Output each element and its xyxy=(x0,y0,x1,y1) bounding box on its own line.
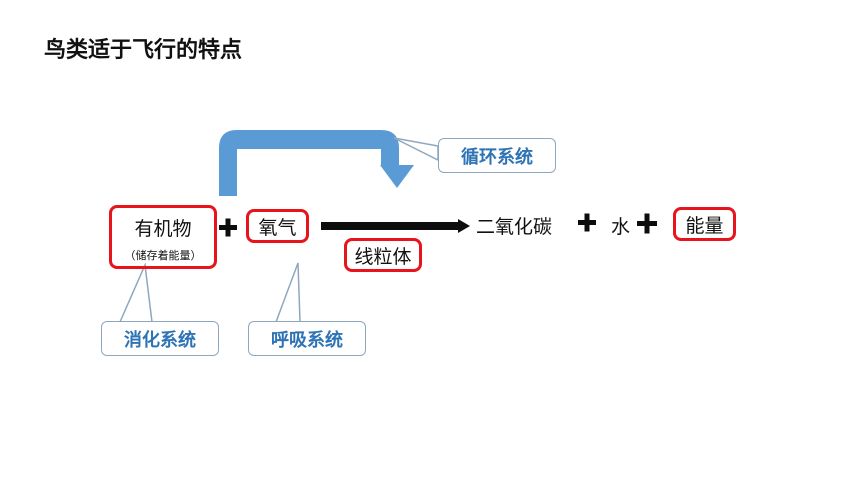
respiratory-system-callout: 呼吸系统 xyxy=(248,321,366,356)
circulatory-callout-pointer xyxy=(393,137,439,162)
organic-matter-label: 有机物 xyxy=(134,217,192,240)
organic-matter-box: 有机物 （储存着能量） xyxy=(109,205,217,269)
oxygen-label: 氧气 xyxy=(258,216,297,239)
digestive-callout-pointer xyxy=(119,262,153,323)
circulatory-system-label: 循环系统 xyxy=(461,146,533,168)
plus-icon-1 xyxy=(219,218,237,237)
carbon-dioxide-label: 二氧化碳 xyxy=(476,216,553,238)
water-label: 水 xyxy=(611,216,631,238)
circulatory-system-callout: 循环系统 xyxy=(438,138,556,173)
plus-icon-3 xyxy=(637,213,657,234)
curved-arrow-circulation xyxy=(219,130,414,196)
respiratory-system-label: 呼吸系统 xyxy=(271,329,343,351)
energy-label: 能量 xyxy=(685,214,724,237)
plus-icon-2 xyxy=(578,213,596,232)
reaction-arrow-shaft xyxy=(321,222,459,230)
digestive-system-label: 消化系统 xyxy=(124,329,196,351)
oxygen-box: 氧气 xyxy=(246,209,309,243)
slide-title: 鸟类适于飞行的特点 xyxy=(44,38,243,63)
mitochondria-box: 线粒体 xyxy=(344,238,422,272)
reaction-arrow-head xyxy=(458,219,470,233)
digestive-system-callout: 消化系统 xyxy=(101,321,219,356)
mitochondria-label: 线粒体 xyxy=(354,245,412,268)
energy-box: 能量 xyxy=(673,207,736,241)
respiratory-callout-pointer xyxy=(275,262,301,323)
organic-matter-note: （储存着能量） xyxy=(124,248,202,262)
